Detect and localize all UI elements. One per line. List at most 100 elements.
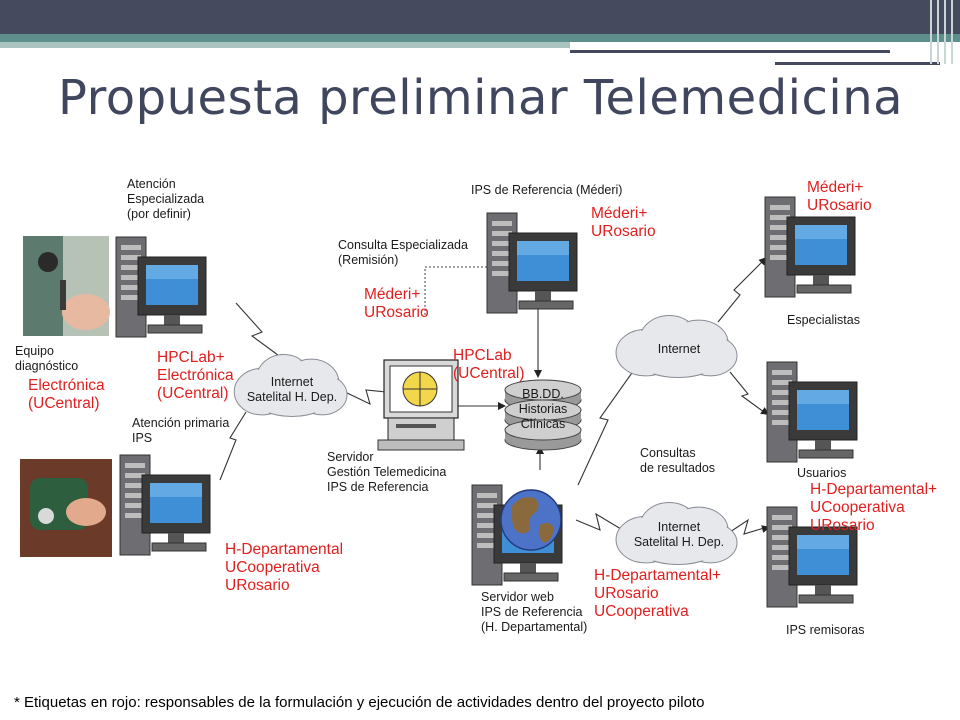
label-line: Especialistas [787,313,860,327]
drive-bay [125,493,145,498]
monitor-neck [815,585,831,595]
label-consulta-especializada: Consulta Especializada(Remisión) [338,238,468,267]
server-slot [396,424,436,428]
label-line: URosario [225,577,290,594]
internet-cloud-icon [615,314,738,378]
drive-bay [772,370,792,375]
internet-cloud-icon [233,353,348,417]
label-line: H-Departamental [225,541,343,558]
photo [23,236,110,336]
monitor-neck [813,275,829,285]
computer-icon [764,196,856,298]
drive-bay [492,251,512,256]
screen-glare [797,390,849,404]
cloud-fill [637,528,719,564]
label-line: Equipo [15,344,54,358]
label-line: (UCentral) [28,395,99,412]
header-stripe [0,34,960,42]
database-icon [504,379,582,451]
decorative-line [775,62,940,65]
arrowhead [498,402,506,410]
label-line: UCooperativa [594,603,689,620]
photo-device [60,280,66,310]
label-line: URosario [591,223,656,240]
monitor-base [798,449,854,459]
drive-bay [125,463,145,468]
drive-bay [121,245,141,250]
photo-hand [66,498,106,526]
monitor-neck [168,533,184,543]
monitor-base [798,594,854,604]
label-line: H-Departamental+ [810,481,937,498]
drive-bay [125,513,145,518]
monitor-base [503,572,559,582]
label-line: Satelital H. Dep. [634,535,724,549]
label-line: IPS [132,431,152,445]
link-internet-to-especialistas [717,261,763,323]
label-mederi-urosario-center: Méderi+URosario [364,286,429,321]
label-line: (Remisión) [338,253,398,267]
drive-bay [477,543,497,548]
label-line: (UCentral) [453,365,524,382]
label-line: URosario [594,585,659,602]
label-line: URosario [810,517,875,534]
label-line: Internet [658,520,701,534]
label-line: URosario [364,304,429,321]
label-line: Internet [658,342,701,356]
label-usuarios: Usuarios [797,466,846,480]
computer-icon [766,506,858,608]
drive-bay [477,533,497,538]
photo-skin [62,294,110,330]
label-line: Méderi+ [591,205,647,222]
server-keyboard [377,439,465,451]
label-line: Especializada [127,192,204,206]
drive-bay [125,503,145,508]
drive-bay [492,271,512,276]
label-line: IPS de Referencia [327,480,428,494]
link-internet-to-usuarios [729,371,765,413]
drive-bay [772,555,792,560]
header-bar [0,0,960,34]
link-specialized-to-cloud [235,302,283,359]
drive-bay [477,503,497,508]
label-line: Historias [519,402,568,416]
computer-icon [119,454,211,556]
monitor-base [518,300,574,310]
label-line: (H. Departamental) [481,620,587,634]
label-line: (UCentral) [157,385,228,402]
drive-bay [121,285,141,290]
label-ips-referencia-mederi: IPS de Referencia (Méderi) [471,183,622,197]
header-stripe-light [0,42,570,48]
monitor-neck [164,315,180,325]
link-dotted-consulta [424,266,492,315]
label-line: IPS de Referencia (Méderi) [471,183,622,197]
decorative-line [570,50,890,53]
drive-bay [477,523,497,528]
drive-bay [492,241,512,246]
label-line: Servidor [327,450,374,464]
label-line: IPS remisoras [786,623,865,637]
label-hpclab-ucentral: HPCLab(UCentral) [453,347,524,382]
cloud-fill [254,380,330,416]
label-line: URosario [807,197,872,214]
label-internet-right: Internet [658,342,701,356]
drive-bay [772,410,792,415]
label-line: UCooperativa [225,559,320,576]
label-line: Consultas [640,446,696,460]
db-disk-top [504,419,582,441]
label-electronica: Electrónica(UCentral) [28,377,105,412]
drive-bay [772,380,792,385]
label-line: Electrónica [157,367,234,384]
drive-bay [121,275,141,280]
server-icon [377,359,465,451]
globe-land [511,497,539,534]
